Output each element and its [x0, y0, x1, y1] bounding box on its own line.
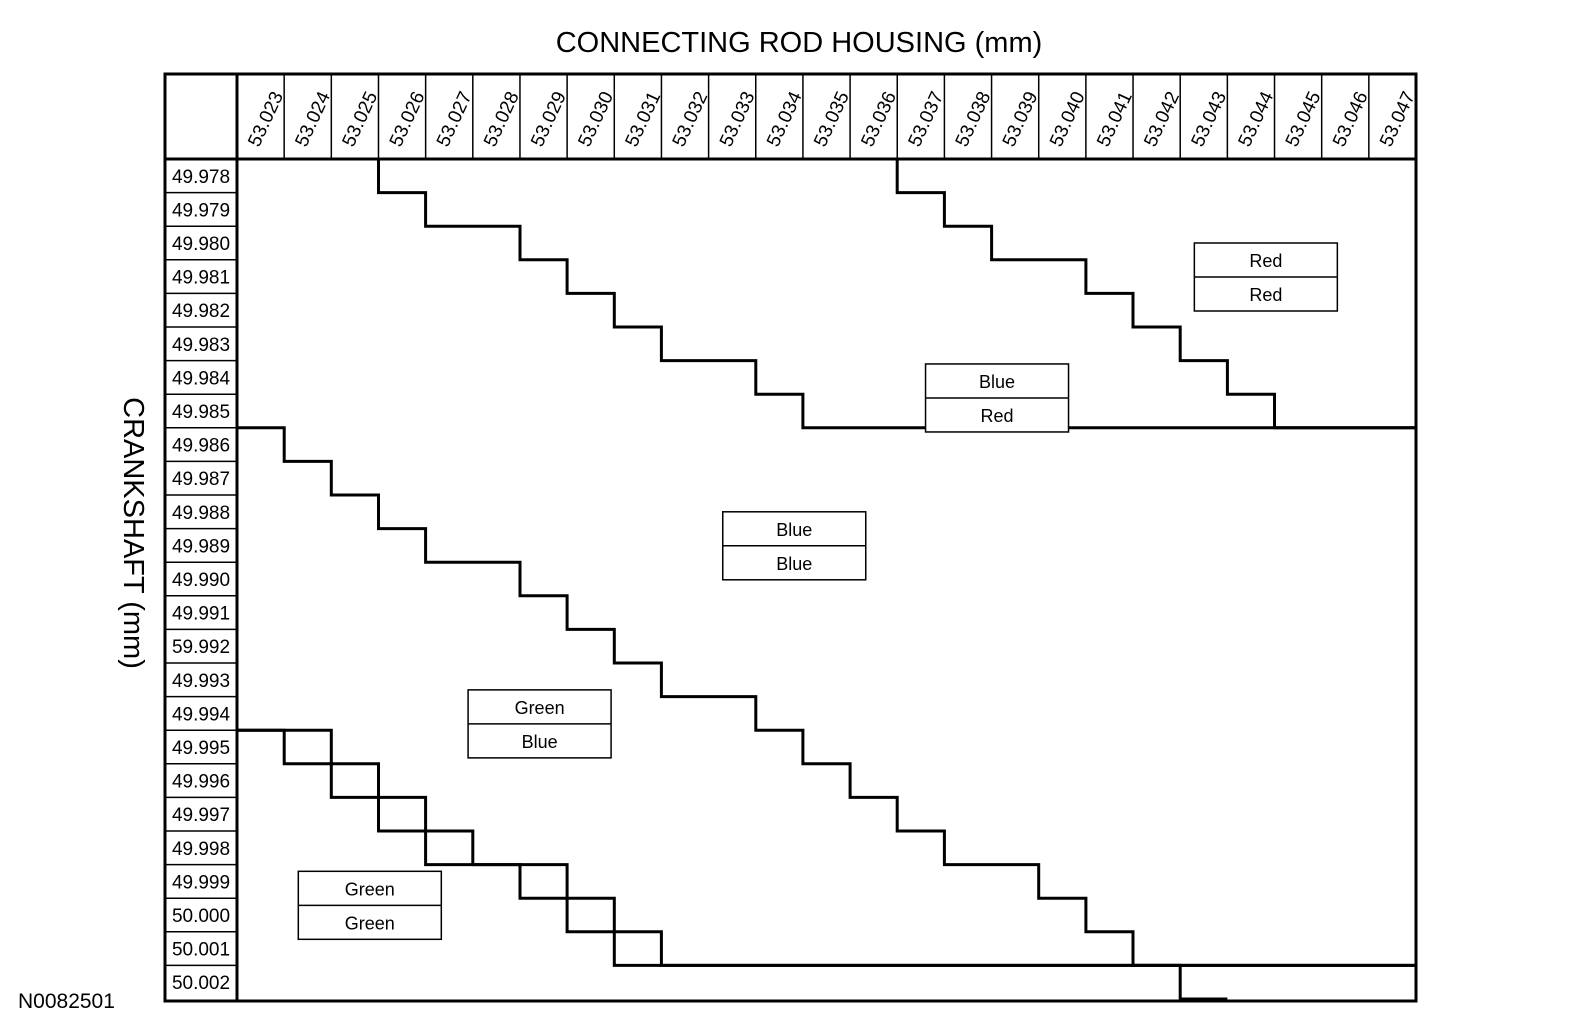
column-label: 53.045: [1282, 89, 1326, 151]
row-label: 49.990: [172, 570, 230, 591]
zone-boundary-line: [235, 394, 1228, 1001]
chart-title: CONNECTING ROD HOUSING (mm): [556, 27, 1043, 59]
column-label: 53.032: [669, 89, 713, 151]
column-label: 53.036: [857, 89, 901, 151]
row-label: 59.992: [172, 637, 230, 658]
row-label: 49.987: [172, 469, 230, 490]
connecting-rod-bearing-color: Red: [1249, 251, 1282, 271]
row-label: 49.986: [172, 436, 230, 457]
connecting-rod-bearing-color: Blue: [979, 372, 1015, 392]
column-label: 53.027: [433, 89, 477, 151]
zone-boundary-line: [377, 159, 1416, 430]
row-label: 49.989: [172, 536, 230, 557]
column-label: 53.023: [244, 89, 288, 151]
column-label: 53.025: [339, 89, 383, 151]
row-label: 50.000: [172, 906, 230, 927]
row-label: 49.980: [172, 234, 230, 255]
crankshaft-bearing-color: Green: [345, 913, 395, 933]
column-label: 53.044: [1235, 88, 1279, 150]
column-label: 53.041: [1093, 89, 1137, 151]
row-label: 49.988: [172, 503, 230, 524]
crankshaft-bearing-color: Blue: [776, 554, 812, 574]
column-label: 53.033: [716, 89, 760, 151]
column-label: 53.039: [999, 89, 1043, 151]
connecting-rod-bearing-color: Green: [515, 698, 565, 718]
row-label: 49.978: [172, 167, 230, 188]
row-label: 49.981: [172, 268, 230, 289]
row-label: 49.984: [172, 368, 231, 389]
connecting-rod-bearing-color: Green: [345, 879, 395, 899]
row-label: 49.983: [172, 335, 230, 356]
row-labels: 49.978 49.979 49.980 49.981 49.982 49.983 49.9…: [172, 167, 231, 994]
column-label: 53.038: [952, 89, 996, 151]
row-label: 50.001: [172, 940, 230, 961]
crankshaft-bearing-color: Blue: [522, 732, 558, 752]
row-label: 49.985: [172, 402, 230, 423]
zone-boundary-line: [235, 696, 1416, 967]
zone-boundaries: [235, 159, 1416, 1001]
row-label: 49.994: [172, 704, 231, 725]
column-label: 53.030: [574, 89, 618, 151]
column-label: 53.047: [1376, 89, 1420, 151]
y-axis-title: CRANKSHAFT (mm): [117, 397, 149, 669]
connecting-rod-bearing-color: Blue: [776, 520, 812, 540]
zone-boundary-line: [235, 696, 1416, 967]
row-label: 49.993: [172, 671, 230, 692]
column-label: 53.026: [386, 89, 430, 151]
row-label: 49.996: [172, 772, 230, 793]
zone-boundary-line: [895, 159, 1416, 430]
row-label: 49.997: [172, 805, 230, 826]
row-label: 49.991: [172, 604, 230, 625]
column-label: 53.031: [622, 89, 666, 151]
row-label: 49.979: [172, 200, 230, 221]
row-label: 49.982: [172, 301, 230, 322]
column-label: 53.040: [1046, 89, 1090, 151]
reference-code: N0082501: [18, 990, 115, 1013]
column-label: 53.037: [905, 89, 949, 151]
column-label: 53.035: [810, 89, 854, 151]
column-label: 53.034: [763, 88, 807, 150]
row-label: 49.998: [172, 839, 230, 860]
column-label: 53.043: [1188, 89, 1232, 151]
crankshaft-bearing-color: Red: [1249, 285, 1282, 305]
row-label: 49.995: [172, 738, 230, 759]
column-label: 53.024: [291, 88, 335, 150]
row-label: 49.999: [172, 872, 230, 893]
column-label: 53.028: [480, 89, 524, 151]
row-label: 50.002: [172, 973, 230, 994]
column-label: 53.029: [527, 89, 571, 151]
column-label: 53.042: [1140, 89, 1184, 151]
crankshaft-bearing-color: Red: [981, 406, 1014, 426]
column-label: 53.046: [1329, 89, 1373, 151]
table-border: [163, 72, 1418, 1003]
table-grid: [163, 72, 1418, 1003]
